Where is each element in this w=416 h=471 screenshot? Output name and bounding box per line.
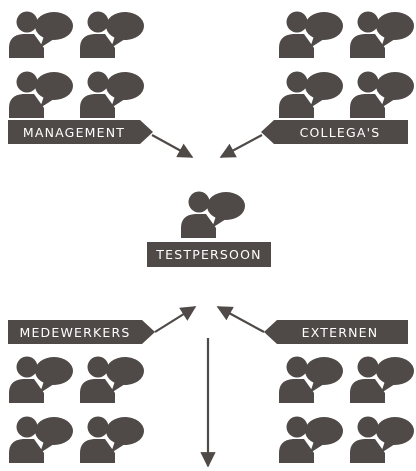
person-speech-bubble-icon: [9, 416, 73, 463]
person-speech-bubble-icon: [350, 416, 414, 463]
medewerkers-label-text: MEDEWERKERS: [19, 325, 130, 340]
arrow-collegas-to-center: [219, 134, 263, 158]
person-speech-bubble-icon: [80, 11, 144, 58]
medewerkers-group-icons: [9, 356, 144, 463]
externen-group-icons: [279, 356, 414, 463]
arrow-externen-to-center: [216, 306, 265, 333]
arrow-management-to-center: [151, 134, 194, 158]
person-speech-bubble-icon: [80, 356, 144, 403]
externen-label: EXTERNEN: [264, 320, 408, 344]
collegas-label-text: COLLEGA'S: [300, 125, 381, 140]
externen-label-text: EXTERNEN: [302, 325, 379, 340]
person-speech-bubble-icon: [80, 71, 144, 118]
person-speech-bubble-icon: [181, 191, 245, 238]
person-speech-bubble-icon: [9, 11, 73, 58]
person-speech-bubble-icon: [279, 416, 343, 463]
person-speech-bubble-icon: [279, 11, 343, 58]
medewerkers-label: MEDEWERKERS: [8, 320, 155, 344]
management-label: MANAGEMENT: [8, 120, 153, 144]
person-speech-bubble-icon: [279, 71, 343, 118]
center-label-box: [147, 242, 271, 267]
person-speech-bubble-icon: [80, 416, 144, 463]
externen-tag-shape: [264, 320, 408, 344]
person-speech-bubble-icon: [279, 356, 343, 403]
collegas-group-icons: [279, 11, 414, 118]
person-speech-bubble-icon: [350, 71, 414, 118]
person-speech-bubble-icon: [9, 71, 73, 118]
person-speech-bubble-icon: [9, 356, 73, 403]
center-person: TESTPERSOON: [147, 191, 271, 267]
management-group-icons: [9, 11, 144, 118]
management-label-text: MANAGEMENT: [23, 125, 125, 140]
medewerkers-tag-shape: [8, 320, 155, 344]
collegas-label: COLLEGA'S: [261, 120, 408, 144]
person-speech-bubble-icon: [350, 11, 414, 58]
arrow-medewerkers-to-center: [154, 306, 197, 333]
collegas-tag-shape: [261, 120, 408, 144]
management-tag-shape: [8, 120, 153, 144]
person-speech-bubble-icon: [350, 356, 414, 403]
center-label-text: TESTPERSOON: [155, 247, 261, 262]
